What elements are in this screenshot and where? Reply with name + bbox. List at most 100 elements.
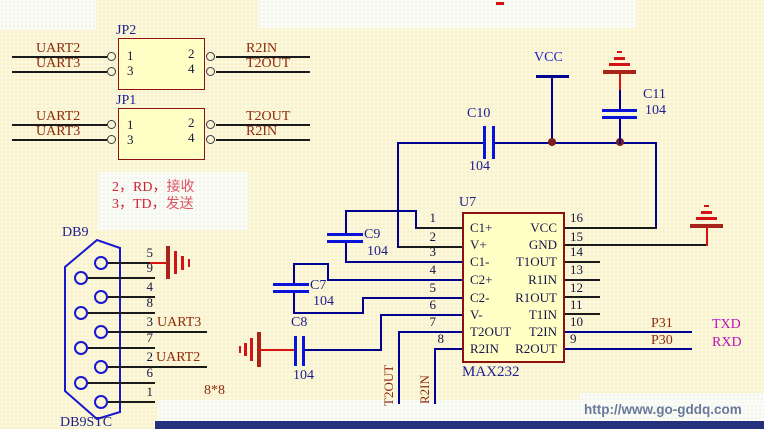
wire <box>12 124 107 126</box>
jp2-pin2: 2 <box>188 46 195 61</box>
wire <box>619 90 621 110</box>
c9-value: 104 <box>367 244 388 259</box>
capacitor-c10 <box>483 126 486 159</box>
u7-pin-number: 10 <box>570 314 583 329</box>
u7-pin-number: 12 <box>570 280 583 295</box>
jp2-pin-circle <box>206 67 215 76</box>
u7-body: C1+VCC V+GND C1-T1OUT C2+R1IN C2-R1OUT V… <box>462 212 565 363</box>
db9-pin-number: 2 <box>146 349 154 364</box>
jp1-net-uart3: UART3 <box>36 124 81 139</box>
wire <box>415 211 417 229</box>
u7-pin-number: 6 <box>429 297 437 312</box>
capacitor-c9 <box>327 233 363 236</box>
watermark-url: http://www.go-gddq.com <box>584 402 742 417</box>
capacitor-c7 <box>273 290 309 293</box>
jp2-pin1: 1 <box>127 48 134 63</box>
wire <box>12 56 107 58</box>
c8-ref: C8 <box>291 315 308 330</box>
wire <box>345 210 347 235</box>
wire <box>293 312 364 314</box>
u7-row: C2+R1IN <box>470 272 557 287</box>
wire <box>397 142 485 144</box>
jp2-net-t2out: T2OUT <box>246 56 291 71</box>
jp1-pin4: 4 <box>188 130 195 145</box>
jp2-body <box>118 38 205 90</box>
jp2-pin3: 3 <box>127 63 134 78</box>
db9-pin-number: 7 <box>146 330 154 345</box>
db9-pin-number: 9 <box>146 260 154 275</box>
jp1-net-uart2: UART2 <box>36 109 81 124</box>
wire <box>565 296 600 298</box>
wire <box>397 142 399 248</box>
jp1-pin-circle <box>107 135 116 144</box>
u7-pin-number: 11 <box>570 297 583 312</box>
jp1-pin3: 3 <box>127 132 134 147</box>
wire <box>565 313 600 315</box>
wire <box>327 279 462 281</box>
wire <box>565 279 600 281</box>
db9-net-uart3: UART3 <box>157 315 202 330</box>
jp2-net-uart3: UART3 <box>36 56 81 71</box>
wire <box>415 227 462 229</box>
wire <box>434 348 436 404</box>
u7-row: C1+VCC <box>470 220 557 235</box>
wire <box>88 382 155 384</box>
db9-pin-number: 3 <box>146 314 154 329</box>
vcc-bar <box>536 75 569 78</box>
wire <box>398 331 400 404</box>
wire <box>108 262 150 264</box>
db9-pin-number: 8 <box>146 295 154 310</box>
c10-ref: C10 <box>467 106 491 121</box>
wire <box>380 314 462 316</box>
wire <box>551 77 553 144</box>
c7-value: 104 <box>313 294 334 309</box>
u7-pin-number: 7 <box>429 314 437 329</box>
wire <box>216 139 310 141</box>
net-p31: P31 <box>651 316 673 331</box>
wire <box>305 349 382 351</box>
capacitor-c7 <box>273 283 309 286</box>
note-line1: 2，RD，接收 <box>112 180 195 195</box>
panel-url <box>580 393 764 403</box>
u7-pin-number: 16 <box>570 210 583 225</box>
u7-pin-number: 1 <box>429 210 437 225</box>
u7-pin-number: 5 <box>429 280 437 295</box>
u7-part: MAX232 <box>462 364 520 380</box>
jp2-pin-circle <box>206 52 215 61</box>
wire <box>362 298 364 314</box>
wire <box>619 74 621 91</box>
wire <box>108 366 207 368</box>
wire <box>362 297 462 299</box>
wire <box>88 347 155 349</box>
u7-row: C1-T1OUT <box>470 254 557 269</box>
wire <box>397 246 462 248</box>
jp2-pin-circle <box>107 52 116 61</box>
wire <box>345 210 417 212</box>
jp1-pin1: 1 <box>127 117 134 132</box>
jp2-net-uart2: UART2 <box>36 41 81 56</box>
wire <box>565 227 657 229</box>
wire <box>706 227 708 246</box>
footer-bar <box>155 421 764 429</box>
jp2-ref: JP2 <box>116 23 137 38</box>
wire <box>12 139 107 141</box>
u7-pin-number: 14 <box>570 244 583 259</box>
wire <box>398 331 462 333</box>
net-txd: TXD <box>712 317 741 332</box>
u7-pin-number: 8 <box>437 331 445 346</box>
jp1-pin-circle <box>206 120 215 129</box>
db9-pin-number: 5 <box>146 245 154 260</box>
jp1-pin2: 2 <box>188 115 195 130</box>
db9-part: DB9STC <box>60 415 113 429</box>
wire <box>216 56 310 58</box>
wire <box>216 71 310 73</box>
wire <box>380 314 382 351</box>
wire <box>565 348 692 350</box>
c9-ref: C9 <box>364 227 381 242</box>
capacitor-c9 <box>327 240 363 243</box>
u7-row: V+GND <box>470 237 557 252</box>
net-t2out-vertical: T2OUT <box>381 364 396 406</box>
